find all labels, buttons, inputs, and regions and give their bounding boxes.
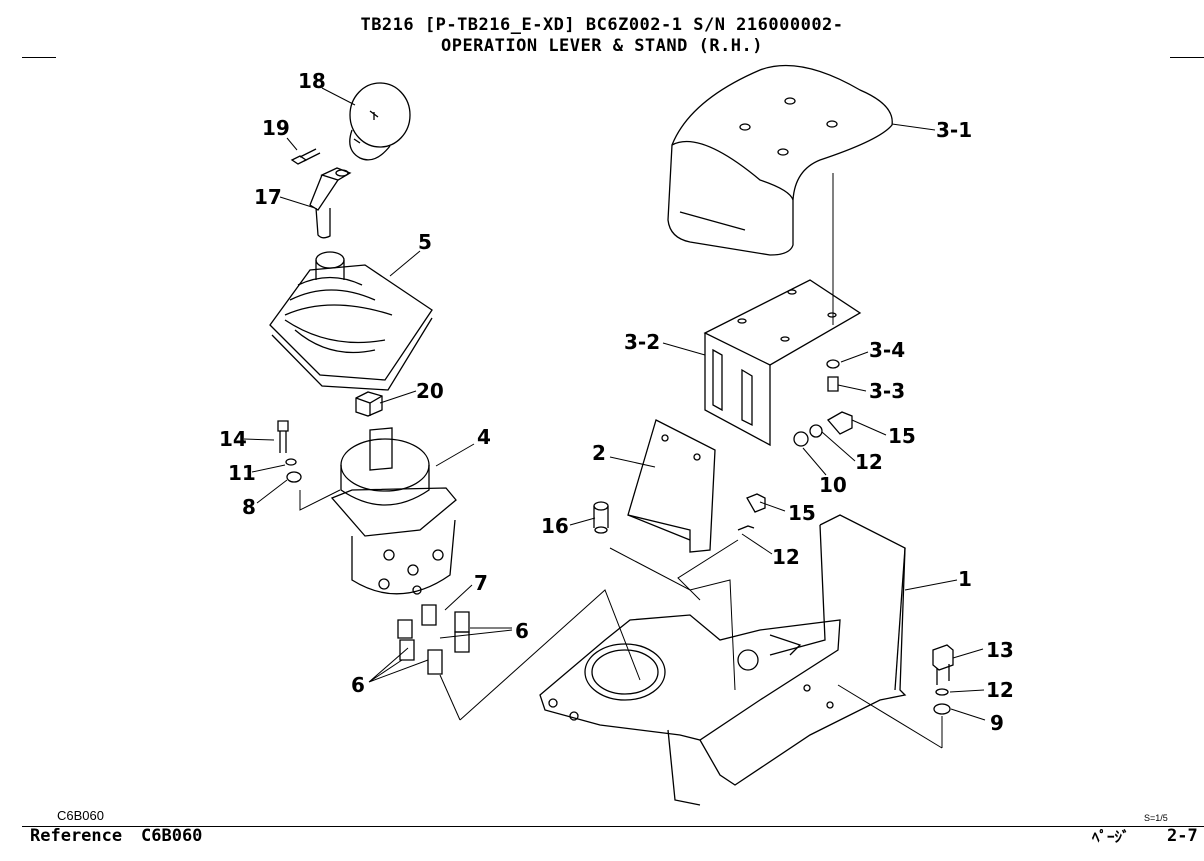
part-2-plate xyxy=(627,419,716,553)
part-3-3-3-4-10-12-15-hardware xyxy=(737,359,853,531)
callout-12-upper: 12 xyxy=(855,450,883,474)
callout-9: 9 xyxy=(990,711,1004,735)
callout-6-left: 6 xyxy=(351,673,365,697)
callout-16: 16 xyxy=(541,514,569,538)
callout-19: 19 xyxy=(262,116,290,140)
header-rule-left xyxy=(22,57,56,58)
callout-11: 11 xyxy=(228,461,256,485)
callout-2: 2 xyxy=(592,441,606,465)
callout-6-right: 6 xyxy=(515,619,529,643)
callout-14: 14 xyxy=(219,427,247,451)
callout-18: 18 xyxy=(298,69,326,93)
footer-reference-code: C6B060 xyxy=(141,826,203,846)
part-13-12-9-hardware xyxy=(932,644,954,715)
callout-4: 4 xyxy=(477,425,491,449)
footer-rule xyxy=(22,826,1204,827)
callout-3-3: 3-3 xyxy=(869,379,905,403)
part-5-rubber-boot xyxy=(269,251,433,391)
part-3-2-bracket xyxy=(703,279,862,447)
callout-10: 10 xyxy=(819,473,847,497)
footer-code-small: C6B060 xyxy=(57,808,104,823)
leader-lines xyxy=(243,87,986,749)
part-16-stopper xyxy=(593,501,609,534)
part-19-screw xyxy=(290,148,321,165)
header-title-line1: TB216 [P-TB216_E-XD] BC6Z002-1 S/N 21600… xyxy=(360,15,844,35)
part-14-11-8-screw-washers xyxy=(277,420,302,483)
header-title-line2: OPERATION LEVER & STAND (R.H.) xyxy=(440,36,764,56)
part-17-lever-shaft xyxy=(309,167,352,239)
callout-5: 5 xyxy=(418,230,432,254)
footer-page-label: ﾍﾟｰｼﾞ xyxy=(1092,828,1130,846)
part-3-1-armrest-pad xyxy=(667,64,893,256)
callout-3-1: 3-1 xyxy=(936,118,972,142)
callout-15-upper: 15 xyxy=(888,424,916,448)
callout-1: 1 xyxy=(958,567,972,591)
callout-12-middle: 12 xyxy=(772,545,800,569)
callout-15-lower: 15 xyxy=(788,501,816,525)
header-rule-right xyxy=(1170,57,1204,58)
callout-3-4: 3-4 xyxy=(869,338,905,362)
part-1-stand xyxy=(539,514,907,806)
callout-labels: 18 19 17 5 20 4 14 11 8 7 6 6 3-1 3-2 3-… xyxy=(219,69,1014,735)
callout-13: 13 xyxy=(986,638,1014,662)
callout-12-lower: 12 xyxy=(986,678,1014,702)
part-6-7-fittings xyxy=(397,604,470,675)
part-18-grip-knob xyxy=(349,82,411,161)
part-20-nut xyxy=(355,391,383,417)
callout-17: 17 xyxy=(254,185,282,209)
footer-scale: S=1/5 xyxy=(1144,813,1168,823)
footer-reference-label: Reference xyxy=(30,826,123,846)
callout-20: 20 xyxy=(416,379,444,403)
footer-page-number: 2-7 xyxy=(1167,826,1198,846)
callout-8: 8 xyxy=(242,495,256,519)
part-4-pilot-valve xyxy=(330,427,457,595)
callout-7: 7 xyxy=(474,571,488,595)
callout-3-2: 3-2 xyxy=(624,330,660,354)
